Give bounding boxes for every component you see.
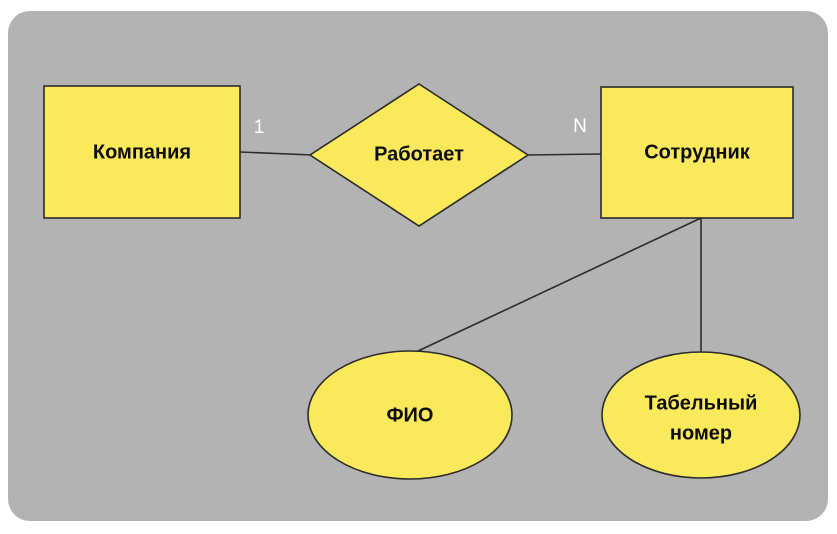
attribute-fio[interactable]: ФИО (307, 350, 513, 480)
attribute-tabnum-label-line1: Табельный (645, 392, 758, 414)
attribute-tabnum[interactable]: Табельный номер (601, 351, 801, 479)
entity-employee-box[interactable] (600, 86, 794, 219)
attribute-tabnum-label-line2: номер (670, 422, 732, 444)
entity-company-box[interactable] (43, 85, 241, 219)
entity-company[interactable]: Компания (43, 85, 241, 219)
entity-company-label: Компания (93, 141, 191, 163)
edge-works-to-employee (525, 153, 602, 156)
edge-employee-to-fio (417, 217, 702, 352)
cardinality-label-one: 1 (254, 117, 265, 138)
attribute-fio-ellipse[interactable] (307, 350, 513, 480)
relationship-works-diamond[interactable] (308, 83, 530, 227)
attribute-fio-label: ФИО (386, 404, 433, 426)
cardinality-label-n: N (573, 116, 587, 137)
attribute-tabnum-ellipse[interactable] (601, 351, 801, 479)
relationship-works[interactable]: Работает (308, 83, 530, 227)
edge-company-to-works (239, 151, 313, 156)
relationship-works-label: Работает (374, 143, 464, 165)
entity-employee-label: Сотрудник (644, 141, 751, 163)
entity-employee[interactable]: Сотрудник (600, 86, 794, 219)
